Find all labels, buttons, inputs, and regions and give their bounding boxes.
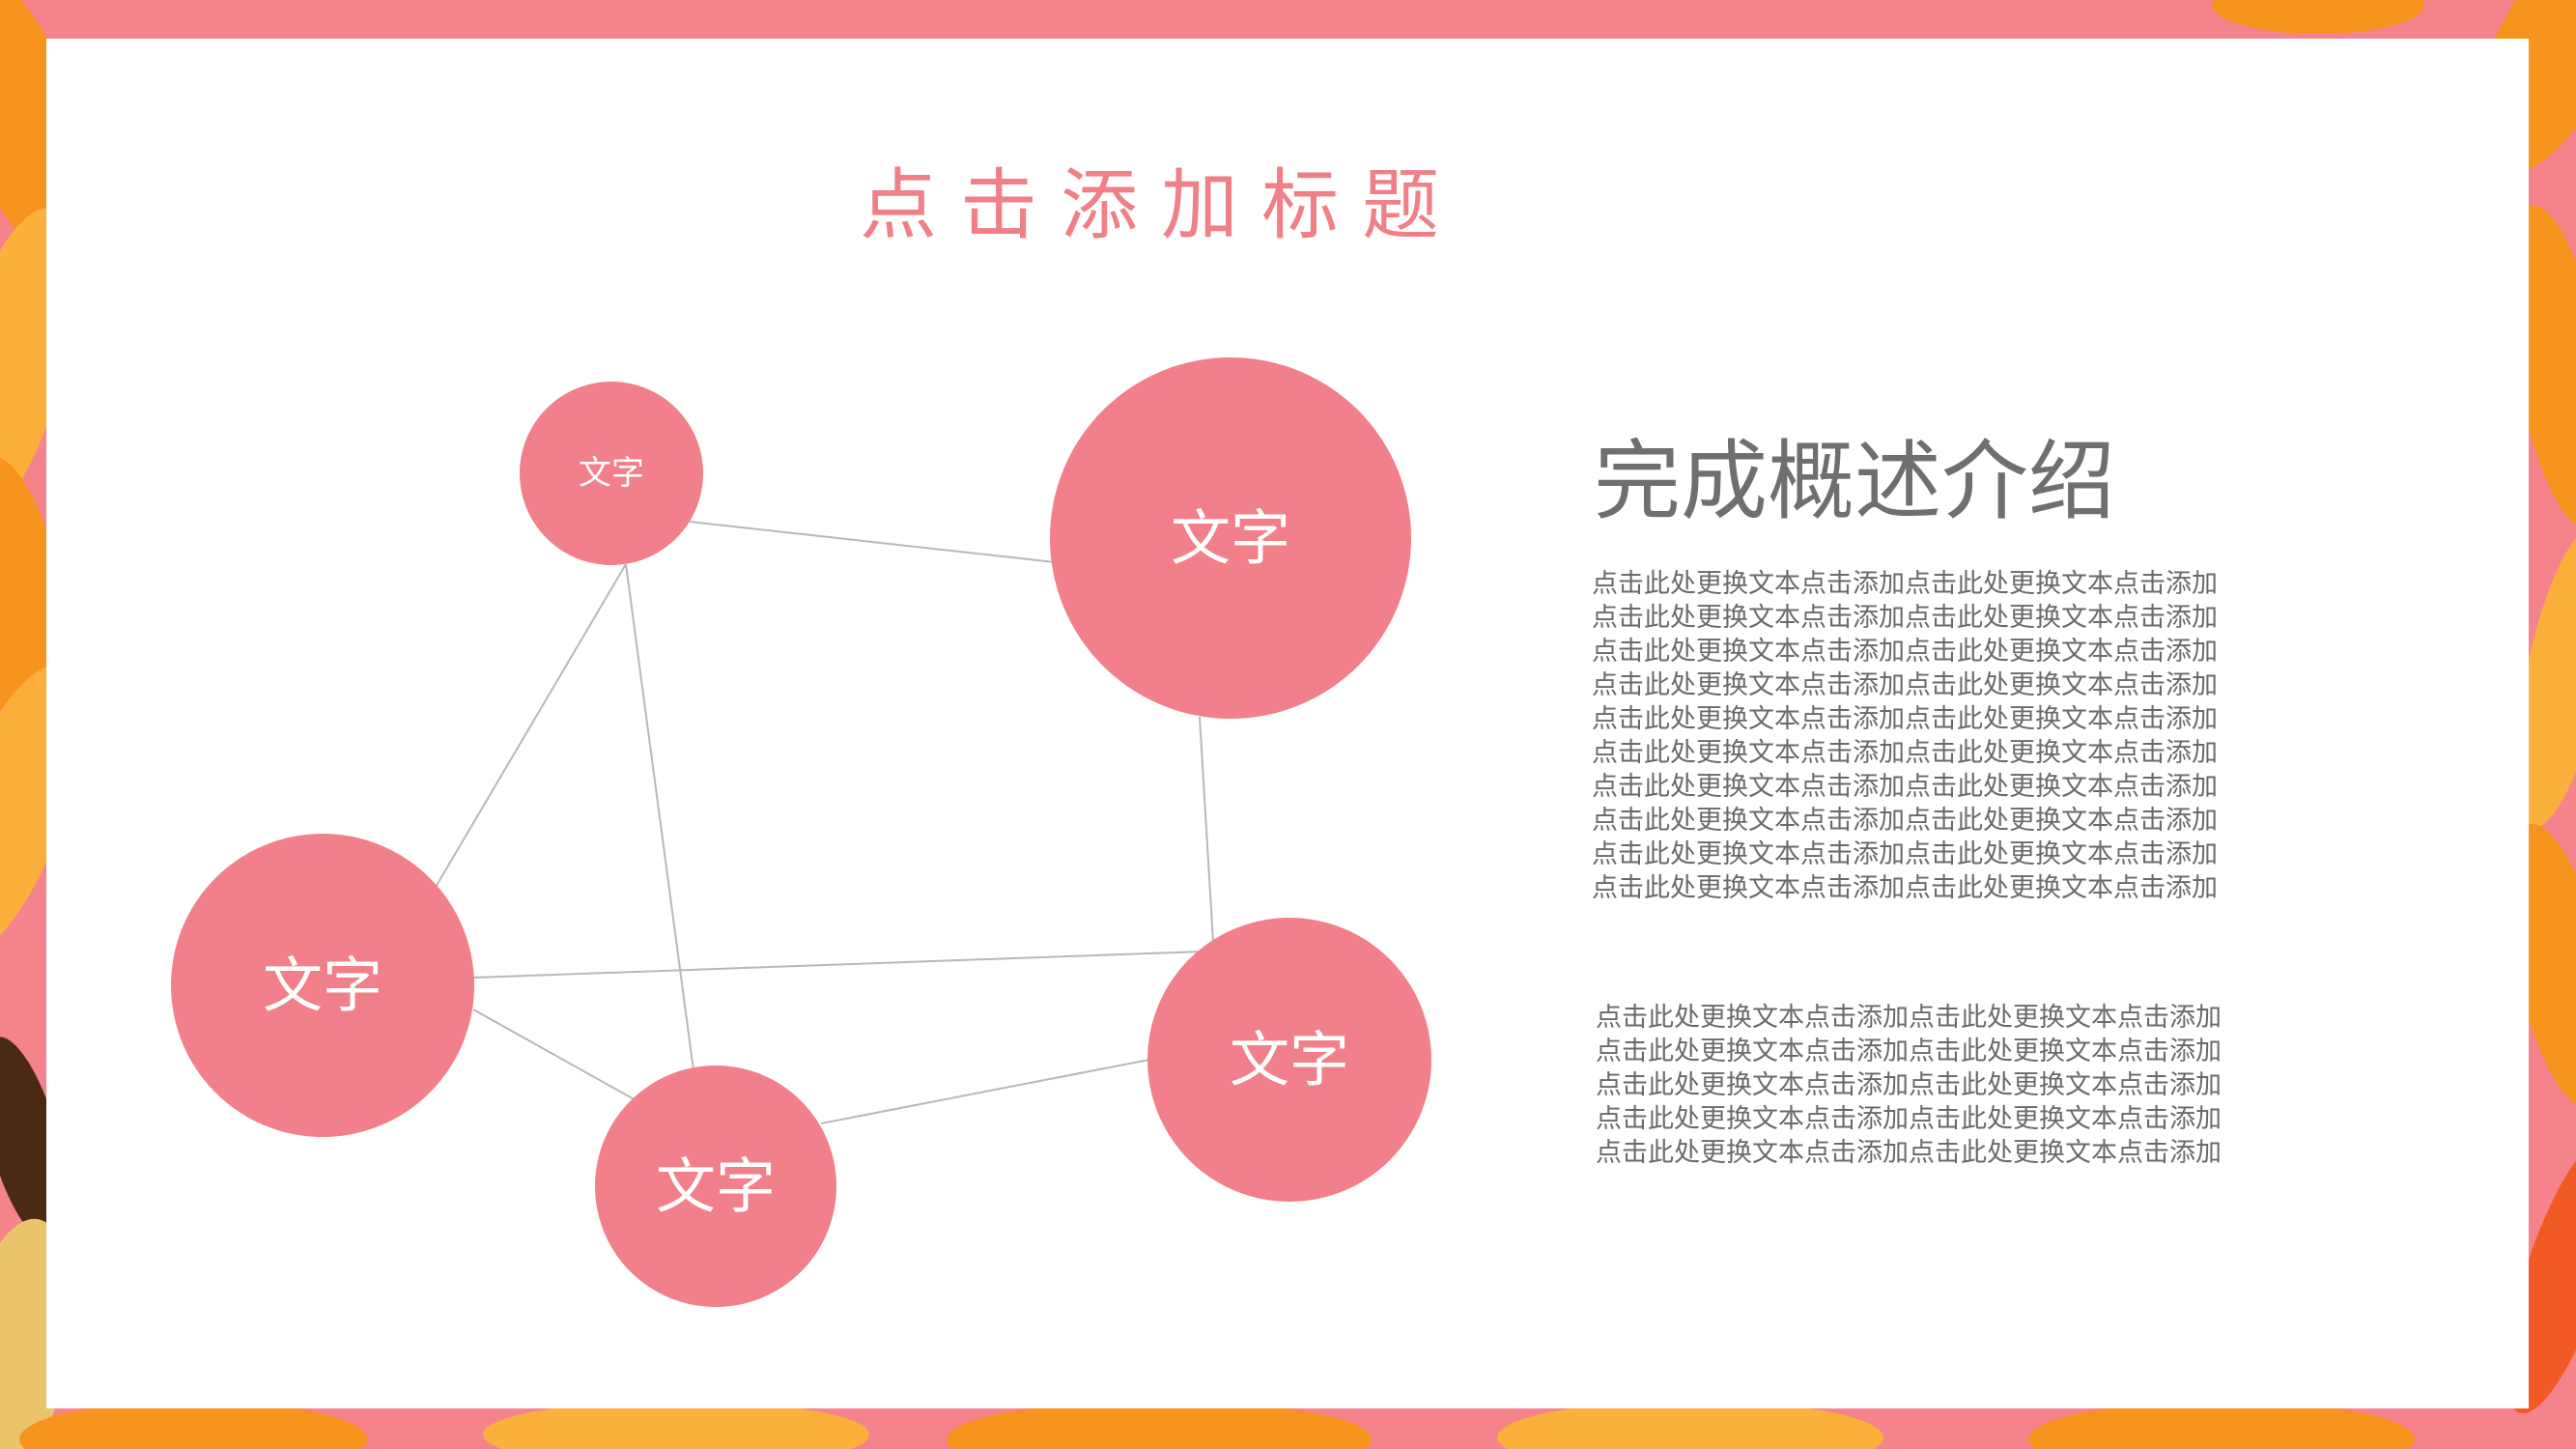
- edge-bottom-right: [820, 1059, 1150, 1124]
- body-text-line: 点击此处更换文本点击添加点击此处更换文本点击添加: [1592, 637, 2218, 667]
- node-label: 文字: [1230, 1025, 1349, 1095]
- petal-decoration: [0, 665, 83, 958]
- petal-decoration: [0, 1037, 68, 1243]
- body-text-line: 点击此处更换文本点击添加点击此处更换文本点击添加: [1592, 772, 2218, 802]
- edge-small-left: [434, 563, 627, 890]
- node-left[interactable]: 文字: [171, 834, 474, 1137]
- petal-decoration: [947, 1401, 1372, 1449]
- body-text-block-1[interactable]: 点击此处更换文本点击添加点击此处更换文本点击添加点击此处更换文本点击添加点击此处…: [1592, 567, 2287, 905]
- body-text-line: 点击此处更换文本点击添加点击此处更换文本点击添加: [1592, 806, 2218, 836]
- body-text-line: 点击此处更换文本点击添加点击此处更换文本点击添加: [1592, 569, 2218, 599]
- section-heading[interactable]: 完成概述介绍: [1594, 431, 2115, 532]
- petal-decoration: [2506, 1136, 2576, 1414]
- petal-decoration: [19, 1401, 367, 1449]
- petal-decoration: [2212, 0, 2424, 34]
- body-text-line: 点击此处更换文本点击添加点击此处更换文本点击添加: [1596, 1070, 2222, 1100]
- body-text-line: 点击此处更换文本点击添加点击此处更换文本点击添加: [1592, 738, 2218, 768]
- petal-decoration: [2507, 205, 2576, 529]
- node-label: 文字: [579, 454, 644, 493]
- edge-small-large: [689, 521, 1056, 563]
- node-large[interactable]: 文字: [1050, 357, 1411, 719]
- node-circle: [595, 1065, 836, 1307]
- edge-left-right: [472, 951, 1203, 979]
- body-text-line: 点击此处更换文本点击添加点击此处更换文本点击添加: [1592, 873, 2218, 903]
- node-circle: [171, 834, 474, 1137]
- body-text-line: 点击此处更换文本点击添加点击此处更换文本点击添加: [1596, 1104, 2222, 1134]
- petal-decoration: [483, 1401, 869, 1449]
- body-text-line: 点击此处更换文本点击添加点击此处更换文本点击添加: [1592, 603, 2218, 633]
- node-label: 文字: [656, 1151, 776, 1222]
- node-bottom[interactable]: 文字: [595, 1065, 836, 1307]
- node-small[interactable]: 文字: [520, 382, 703, 565]
- body-text-line: 点击此处更换文本点击添加点击此处更换文本点击添加: [1596, 1003, 2222, 1033]
- petal-decoration: [0, 208, 76, 526]
- petal-decoration: [2507, 823, 2576, 1109]
- edge-large-right: [1199, 716, 1214, 943]
- edge-small-bottom: [625, 563, 694, 1071]
- body-text-line: 点击此处更换文本点击添加点击此处更换文本点击添加: [1592, 670, 2218, 700]
- node-label: 文字: [1171, 503, 1290, 574]
- diagram-edges: [434, 521, 1214, 1124]
- body-text-line: 点击此处更换文本点击添加点击此处更换文本点击添加: [1592, 704, 2218, 734]
- node-right[interactable]: 文字: [1147, 918, 1431, 1202]
- node-circle: [1050, 357, 1411, 719]
- slide-title[interactable]: 点击添加标题: [860, 160, 1462, 250]
- node-label: 文字: [263, 951, 382, 1021]
- edge-left-bottom: [472, 1009, 638, 1102]
- petal-decoration: [2028, 1401, 2415, 1449]
- petal-decoration: [2514, 525, 2576, 828]
- body-text-line: 点击此处更换文本点击添加点击此处更换文本点击添加: [1592, 839, 2218, 869]
- petal-decoration: [1497, 1401, 1883, 1449]
- petal-decoration: [0, 1218, 72, 1449]
- node-circle: [1147, 918, 1431, 1202]
- body-text-line: 点击此处更换文本点击添加点击此处更换文本点击添加: [1596, 1037, 2222, 1066]
- node-circle: [520, 382, 703, 565]
- body-text-block-2[interactable]: 点击此处更换文本点击添加点击此处更换文本点击添加点击此处更换文本点击添加点击此处…: [1596, 1001, 2291, 1170]
- body-text-line: 点击此处更换文本点击添加点击此处更换文本点击添加: [1596, 1138, 2222, 1168]
